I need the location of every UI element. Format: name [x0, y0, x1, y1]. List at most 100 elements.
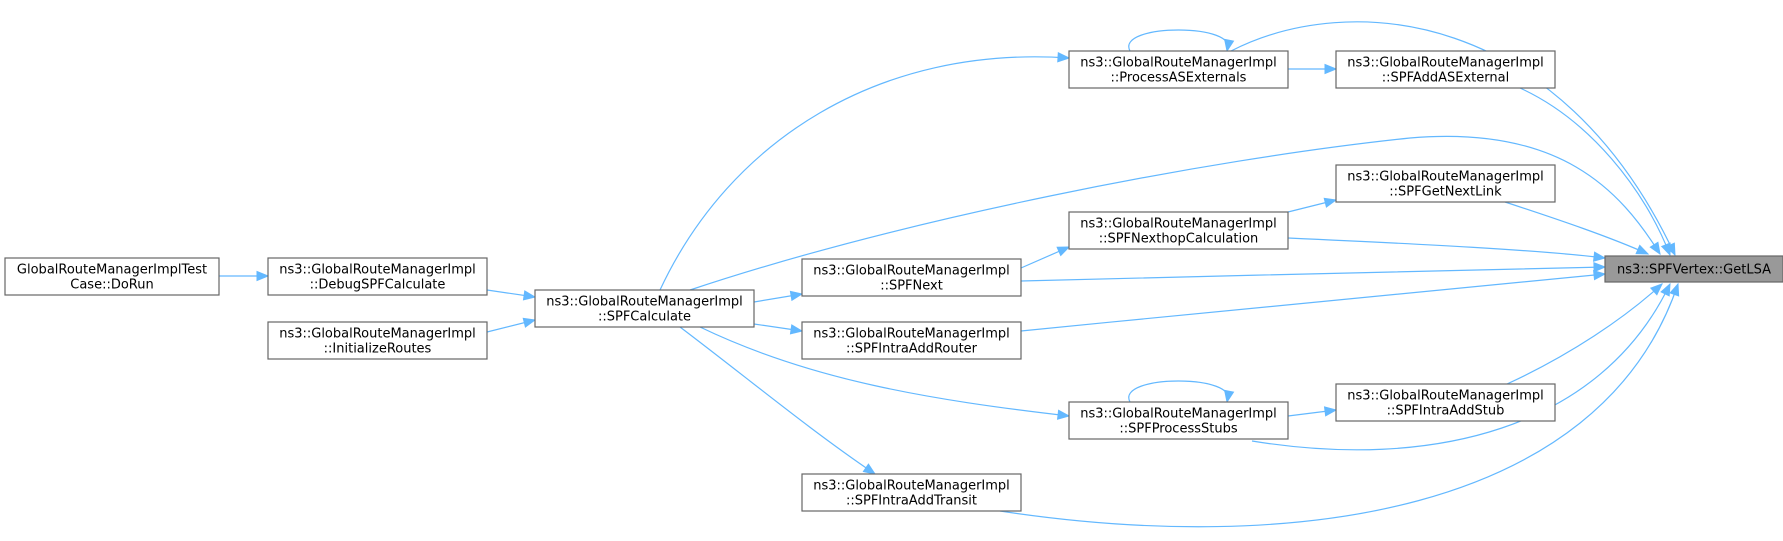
node-label: ::SPFIntraAddTransit — [846, 494, 977, 509]
node-label: ::SPFCalculate — [598, 310, 691, 325]
edge-nexthop-to-getlsa — [1287, 237, 1607, 262]
arrow-head — [522, 290, 537, 301]
arrow-head — [1635, 244, 1650, 255]
arrow-head — [789, 290, 804, 302]
node-box[interactable] — [1335, 383, 1556, 422]
node-label: ns3::GlobalRouteManagerImpl — [813, 264, 1010, 279]
node-addtransit[interactable]: ns3::GlobalRouteManagerImpl::SPFIntraAdd… — [801, 473, 1022, 512]
arrow-head — [1224, 389, 1235, 404]
node-label: ns3::GlobalRouteManagerImpl — [1080, 217, 1277, 232]
node-label: ::SPFGetNextLink — [1389, 185, 1502, 200]
edge-initroutes-to-spfcalc — [486, 317, 537, 333]
edge-spfcalc-to-procstubs — [699, 326, 1071, 420]
edge-procstubs-to-getlsa — [1251, 282, 1671, 451]
edge-procext-to-procext — [1128, 29, 1235, 53]
edge-addrouter-to-getlsa — [1020, 269, 1607, 332]
node-label: GlobalRouteManagerImplTest — [17, 263, 207, 278]
node-box[interactable] — [1604, 255, 1783, 283]
node-label: ns3::GlobalRouteManagerImpl — [279, 263, 476, 278]
node-procstubs[interactable]: ns3::GlobalRouteManagerImpl::SPFProcessS… — [1068, 401, 1289, 440]
edge-layer — [219, 21, 1680, 528]
edge-line — [1519, 87, 1671, 256]
edge-dorun-to-debugspf — [219, 270, 270, 282]
edge-spfnext-to-nexthop — [1020, 246, 1071, 269]
node-box[interactable] — [1068, 401, 1289, 440]
node-label: ns3::GlobalRouteManagerImpl — [1080, 56, 1277, 71]
node-getnextlink[interactable]: ns3::GlobalRouteManagerImpl::SPFGetNextL… — [1335, 164, 1556, 203]
node-box[interactable] — [267, 321, 488, 360]
node-label: ::SPFIntraAddRouter — [846, 342, 978, 357]
node-box[interactable] — [534, 289, 755, 328]
node-label: ns3::GlobalRouteManagerImpl — [1347, 389, 1544, 404]
edge-line — [1230, 21, 1676, 256]
node-box[interactable] — [4, 257, 220, 296]
node-addstub[interactable]: ns3::GlobalRouteManagerImpl::SPFIntraAdd… — [1335, 383, 1556, 422]
edge-line — [679, 326, 876, 475]
edge-line — [1251, 283, 1671, 451]
edge-line — [1506, 283, 1663, 385]
node-label: ::SPFProcessStubs — [1119, 422, 1237, 437]
node-label: ::ProcessASExternals — [1111, 71, 1247, 86]
edge-spfcalc-to-getlsa — [689, 135, 1661, 291]
edge-procstubs-to-procstubs — [1128, 380, 1235, 404]
edge-line — [659, 56, 1070, 291]
node-label: ns3::GlobalRouteManagerImpl — [1347, 170, 1544, 185]
edge-line — [689, 135, 1661, 291]
node-label: Case::DoRun — [70, 278, 153, 293]
node-box[interactable] — [1335, 50, 1556, 89]
edge-nexthop-to-getnextlink — [1287, 197, 1338, 213]
arrow-head — [1057, 52, 1071, 63]
node-box[interactable] — [1068, 211, 1289, 250]
arrow-head — [1649, 283, 1663, 296]
edge-addasext-to-getlsa — [1519, 87, 1671, 257]
arrow-head — [1056, 246, 1071, 257]
edge-line — [1128, 380, 1229, 403]
node-box[interactable] — [1068, 50, 1289, 89]
edge-spfnext-to-getlsa — [1020, 262, 1607, 282]
arrow-head — [1660, 242, 1671, 257]
node-label: ns3::GlobalRouteManagerImpl — [546, 295, 743, 310]
edge-addtransit-to-getlsa — [999, 282, 1680, 528]
edge-line — [1504, 201, 1649, 255]
arrow-head — [256, 270, 270, 282]
arrow-head — [522, 317, 537, 328]
arrow-head — [1323, 197, 1338, 208]
node-getlsa[interactable]: ns3::SPFVertex::GetLSA — [1604, 255, 1783, 283]
arrow-head — [1669, 282, 1680, 297]
node-label: ::SPFAddASExternal — [1382, 71, 1509, 86]
node-debugspf[interactable]: ns3::GlobalRouteManagerImpl::DebugSPFCal… — [267, 257, 488, 296]
arrow-head — [1593, 269, 1607, 281]
edge-spfcalc-to-procext — [659, 52, 1071, 291]
node-label: ::SPFIntraAddStub — [1387, 404, 1505, 419]
node-label: ns3::GlobalRouteManagerImpl — [279, 327, 476, 342]
arrow-head — [1660, 282, 1671, 297]
arrow-head — [1324, 63, 1338, 75]
edge-line — [699, 326, 1070, 417]
node-box[interactable] — [801, 473, 1022, 512]
node-spfnext[interactable]: ns3::GlobalRouteManagerImpl::SPFNext — [801, 258, 1022, 297]
edge-spfcalc-to-addrouter — [753, 323, 804, 335]
node-box[interactable] — [801, 258, 1022, 297]
node-box[interactable] — [801, 321, 1022, 360]
node-box[interactable] — [1335, 164, 1556, 203]
node-nexthop[interactable]: ns3::GlobalRouteManagerImpl::SPFNexthopC… — [1068, 211, 1289, 250]
node-label: ns3::GlobalRouteManagerImpl — [1347, 56, 1544, 71]
node-label: ns3::GlobalRouteManagerImpl — [1080, 407, 1277, 422]
arrow-head — [1056, 409, 1071, 420]
node-addasext[interactable]: ns3::GlobalRouteManagerImpl::SPFAddASExt… — [1335, 50, 1556, 89]
edge-spfcalc-to-spfnext — [753, 290, 804, 303]
arrow-head — [789, 324, 804, 335]
node-procext[interactable]: ns3::GlobalRouteManagerImpl::ProcessASEx… — [1068, 50, 1289, 89]
node-box[interactable] — [267, 257, 488, 296]
arrow-head — [862, 463, 877, 475]
arrow-head — [1593, 262, 1607, 273]
node-label: ::SPFNexthopCalculation — [1099, 232, 1259, 247]
node-spfcalc[interactable]: ns3::GlobalRouteManagerImpl::SPFCalculat… — [534, 289, 755, 328]
edge-line — [1128, 29, 1229, 52]
node-initroutes[interactable]: ns3::GlobalRouteManagerImpl::InitializeR… — [267, 321, 488, 360]
node-addrouter[interactable]: ns3::GlobalRouteManagerImpl::SPFIntraAdd… — [801, 321, 1022, 360]
edge-procstubs-to-addstub — [1287, 406, 1338, 417]
node-layer: ns3::SPFVertex::GetLSAns3::GlobalRouteMa… — [4, 50, 1783, 512]
